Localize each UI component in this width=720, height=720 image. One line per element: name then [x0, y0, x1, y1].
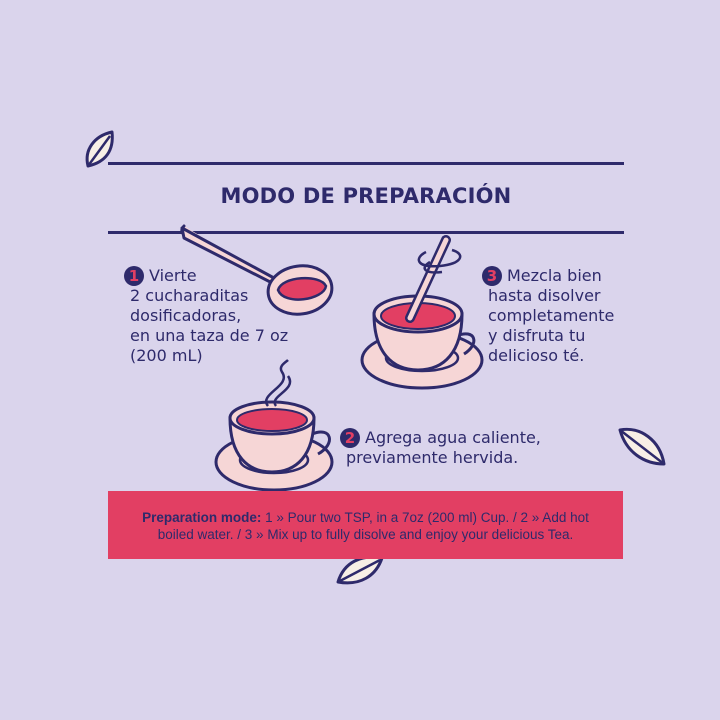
leaf-icon	[85, 130, 114, 168]
banner-label: Preparation mode:	[142, 510, 262, 525]
spoon-icon	[180, 224, 334, 316]
banner-text: 1 » Pour two TSP, in a 7oz (200 ml) Cup.…	[157, 510, 589, 542]
english-instructions-banner: Preparation mode: 1 » Pour two TSP, in a…	[108, 491, 623, 559]
top-divider	[108, 162, 624, 165]
stirring-cup-icon	[360, 235, 484, 390]
step-3-line: delicioso té.	[488, 346, 585, 365]
step-1-number: 1	[124, 266, 144, 286]
step-3-number: 3	[482, 266, 502, 286]
step-1-line: (200 mL)	[130, 346, 203, 365]
steaming-cup-icon	[214, 359, 334, 492]
step-2-line: previamente hervida.	[346, 448, 519, 467]
step-2-number: 2	[340, 428, 360, 448]
step-3-line: completamente	[488, 306, 615, 325]
step-1-line: dosificadoras,	[130, 306, 242, 325]
step-1-line: 2 cucharaditas	[130, 286, 249, 305]
step-3-line: y disfruta tu	[488, 326, 586, 345]
page-title: MODO DE PREPARACIÓN	[220, 184, 512, 208]
step-1-line: en una taza de 7 oz	[130, 326, 289, 345]
leaf-icon	[618, 427, 666, 466]
bottom-divider	[108, 231, 624, 234]
step-3-line: hasta disolver	[488, 286, 601, 305]
